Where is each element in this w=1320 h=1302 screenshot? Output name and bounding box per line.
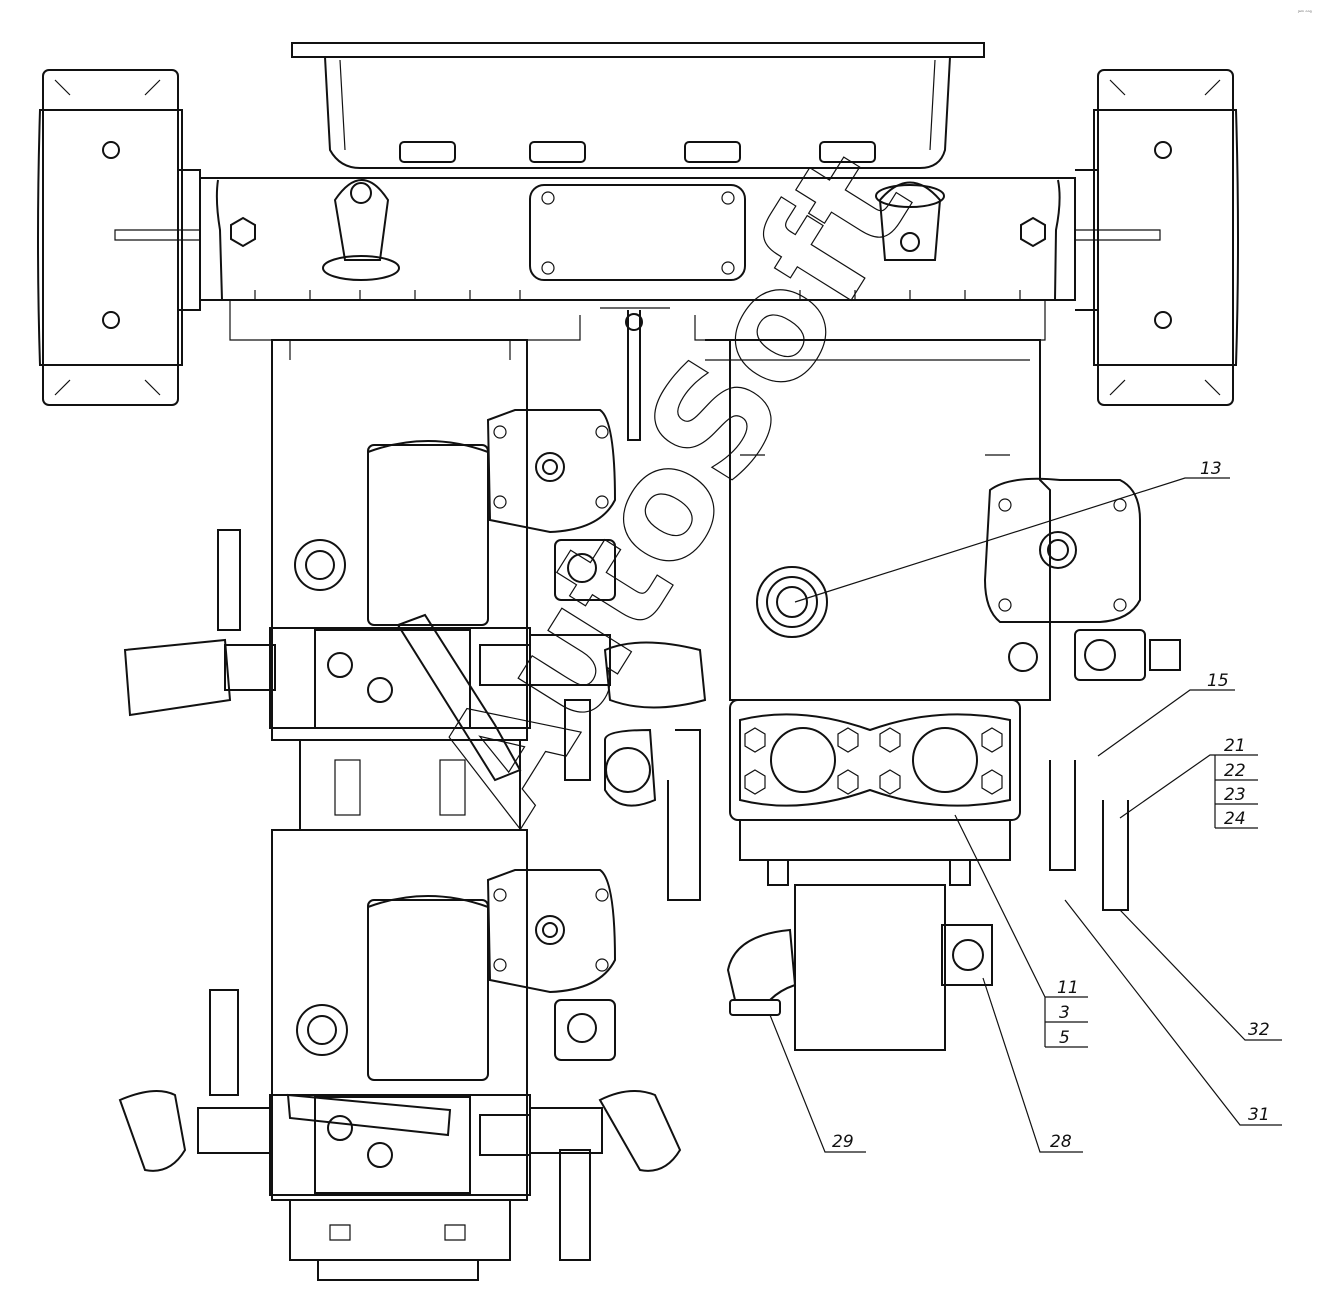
gearbox-housing [604, 339, 1181, 1051]
callout-32: 32 [1248, 1020, 1270, 1040]
callout-5: 5 [1059, 1028, 1070, 1048]
callout-24: 24 [1224, 809, 1246, 829]
callout-21: 21 [1224, 736, 1246, 756]
corner-mark: ʲᵃᵐ ᵒᵒᵍ [1297, 10, 1312, 16]
callout-11: 11 [1057, 978, 1079, 998]
left-mount-flange [37, 69, 201, 406]
callout-23: 23 [1224, 785, 1246, 805]
lower-pump [118, 829, 682, 1281]
upper-pump [123, 339, 707, 831]
callout-28: 28 [1050, 1132, 1072, 1152]
callout-29: 29 [832, 1132, 854, 1152]
top-housing [114, 42, 1161, 441]
callouts: 13 15 21 22 23 24 11 3 5 32 31 28 29 [769, 459, 1282, 1153]
callout-3: 3 [1059, 1003, 1070, 1023]
watermark: AutoSoft [403, 124, 946, 849]
callout-13: 13 [1200, 459, 1222, 479]
callout-22: 22 [1224, 761, 1246, 781]
right-mount-flange [1075, 69, 1239, 406]
callout-15: 15 [1207, 671, 1229, 691]
callout-31: 31 [1248, 1105, 1270, 1125]
